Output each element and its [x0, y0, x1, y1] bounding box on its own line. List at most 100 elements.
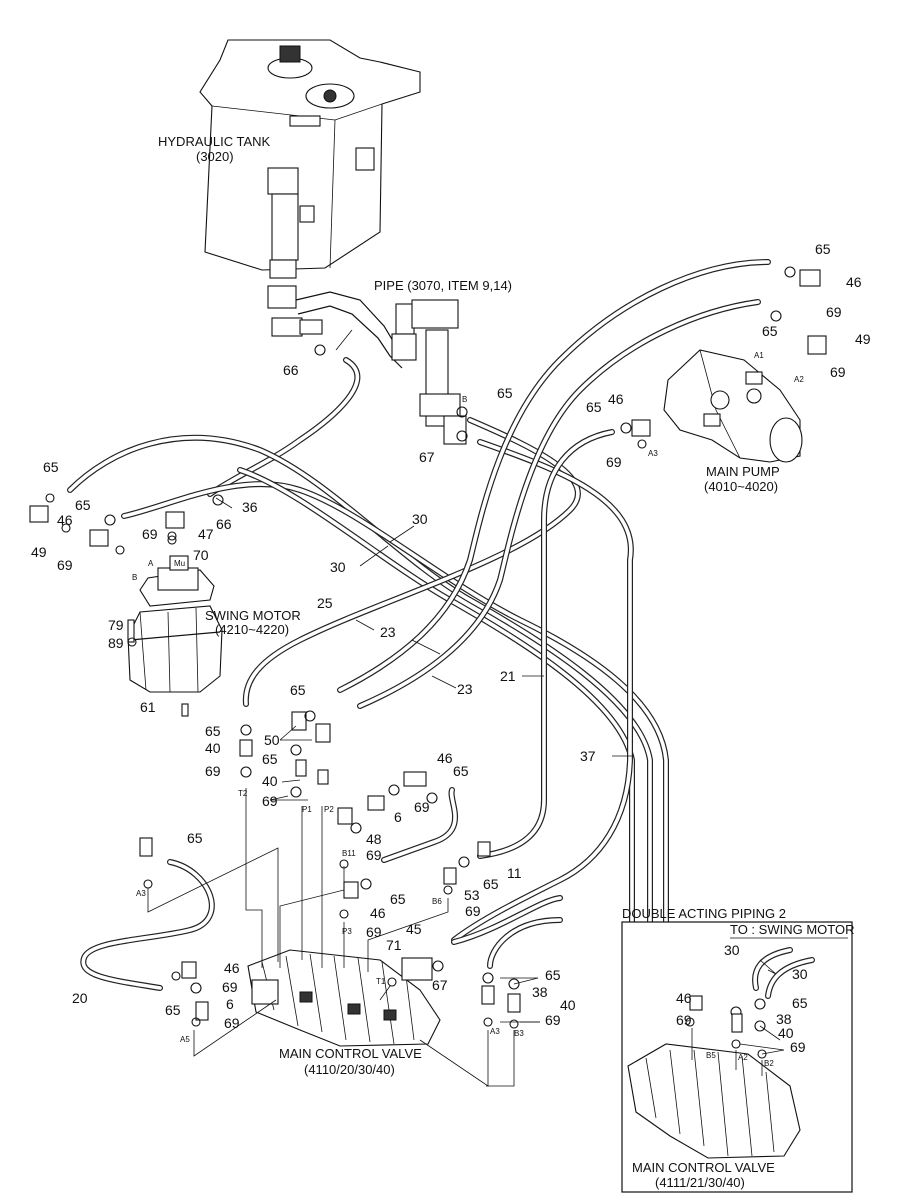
part-number: 50 — [264, 732, 280, 748]
part-number: 46 — [437, 750, 453, 766]
part-number: 30 — [412, 511, 428, 527]
part-number: 89 — [108, 635, 124, 651]
part-number: 69 — [222, 979, 238, 995]
part-number: 36 — [242, 499, 258, 515]
part-number: 46 — [846, 274, 862, 290]
port-label: P1 — [302, 805, 312, 814]
part-number: 65 — [262, 751, 278, 767]
part-number: 38 — [776, 1011, 792, 1027]
part-number: 48 — [366, 831, 382, 847]
port-label: B3 — [514, 1029, 524, 1038]
part-number: 65 — [792, 995, 808, 1011]
part-number: 47 — [198, 526, 214, 542]
part-number: 53 — [464, 887, 480, 903]
part-number: 69 — [676, 1012, 692, 1028]
swing-motor-label: SWING MOTOR — [205, 608, 301, 623]
port-label: Mu — [174, 559, 185, 568]
part-number: 70 — [193, 547, 209, 563]
part-number: 69 — [224, 1015, 240, 1031]
inset-mcv-label: MAIN CONTROL VALVE — [632, 1160, 775, 1175]
part-number: 65 — [205, 723, 221, 739]
hydraulic-tank — [199, 39, 421, 337]
part-number: 65 — [545, 967, 561, 983]
mcv-label: MAIN CONTROL VALVE — [279, 1046, 422, 1061]
part-number: 65 — [187, 830, 203, 846]
part-number: 65 — [290, 682, 306, 698]
double-acting-inset: DOUBLE ACTING PIPING 2 TO : SWING MOTOR … — [621, 906, 854, 1193]
port-label: T1 — [376, 977, 386, 986]
port-label: B11 — [342, 849, 356, 858]
part-number: 46 — [224, 960, 240, 976]
part-number: 46 — [370, 905, 386, 921]
part-number: 46 — [676, 990, 692, 1006]
part-number: 65 — [453, 763, 469, 779]
port-label: A1 — [754, 351, 764, 360]
part-number: 65 — [165, 1002, 181, 1018]
part-number: 6 — [394, 809, 402, 825]
part-number: 65 — [43, 459, 59, 475]
part-number: 67 — [419, 449, 435, 465]
part-number: 37 — [580, 748, 596, 764]
pipe-label: PIPE (3070, ITEM 9,14) — [374, 278, 512, 293]
part-number: 69 — [826, 304, 842, 320]
hoses — [67, 259, 771, 1003]
part-number: 66 — [283, 362, 299, 378]
o-rings — [45, 266, 796, 1029]
part-number: 30 — [792, 966, 808, 982]
part-number: 69 — [262, 793, 278, 809]
port-label: A3 — [648, 449, 658, 458]
part-number: 45 — [406, 921, 422, 937]
part-number: 69 — [465, 903, 481, 919]
swing-motor — [127, 555, 223, 693]
part-number: 20 — [72, 990, 88, 1006]
part-number: 40 — [778, 1025, 794, 1041]
hydraulic-tank-label: HYDRAULIC TANK — [158, 134, 271, 149]
part-number: 65 — [762, 323, 778, 339]
part-number: 40 — [205, 740, 221, 756]
part-number: 46 — [57, 512, 73, 528]
inset-mcv-code: (4111/21/30/40) — [655, 1175, 745, 1190]
part-number: 69 — [205, 763, 221, 779]
part-number: 69 — [366, 847, 382, 863]
part-number: 40 — [560, 997, 576, 1013]
part-number-labels: 65 46 69 65 49 69 65 46 69 65 66 67 65 4… — [31, 241, 871, 1031]
port-label: A2 — [738, 1053, 748, 1062]
leader-lines — [215, 329, 632, 1023]
part-number: 65 — [497, 385, 513, 401]
part-number: 69 — [545, 1012, 561, 1028]
inset-title: DOUBLE ACTING PIPING 2 — [622, 906, 786, 921]
part-number: 65 — [483, 876, 499, 892]
port-label: B — [132, 573, 137, 582]
main-pump-code: (4010~4020) — [704, 479, 778, 494]
part-number: 25 — [317, 595, 333, 611]
suction-pipe — [295, 291, 467, 445]
part-number: 38 — [532, 984, 548, 1000]
part-number: 65 — [586, 399, 602, 415]
port-label: B6 — [432, 897, 442, 906]
part-number: 69 — [790, 1039, 806, 1055]
part-number: 66 — [216, 516, 232, 532]
port-lines — [147, 788, 515, 1087]
port-label: B — [462, 395, 467, 404]
part-number: 30 — [724, 942, 740, 958]
part-number: 69 — [830, 364, 846, 380]
part-number: 49 — [31, 544, 47, 560]
port-label: A5 — [180, 1035, 190, 1044]
fittings — [29, 269, 827, 1021]
mcv-code: (4110/20/30/40) — [304, 1062, 395, 1077]
part-number: 67 — [432, 977, 448, 993]
port-label: P3 — [342, 927, 352, 936]
part-number: 65 — [390, 891, 406, 907]
part-number: 46 — [608, 391, 624, 407]
part-number: 6 — [226, 996, 234, 1012]
part-number: 65 — [75, 497, 91, 513]
port-label: B5 — [706, 1051, 716, 1060]
part-number: 69 — [414, 799, 430, 815]
hydraulic-tank-code: (3020) — [196, 149, 234, 164]
part-number: 23 — [457, 681, 473, 697]
part-number: 69 — [366, 924, 382, 940]
port-labels: A1 A2 A3 B Mu A B T2 P1 P2 B11 A3 P3 B6 … — [132, 351, 804, 1044]
main-pump-label: MAIN PUMP — [706, 464, 780, 479]
part-number: 69 — [57, 557, 73, 573]
